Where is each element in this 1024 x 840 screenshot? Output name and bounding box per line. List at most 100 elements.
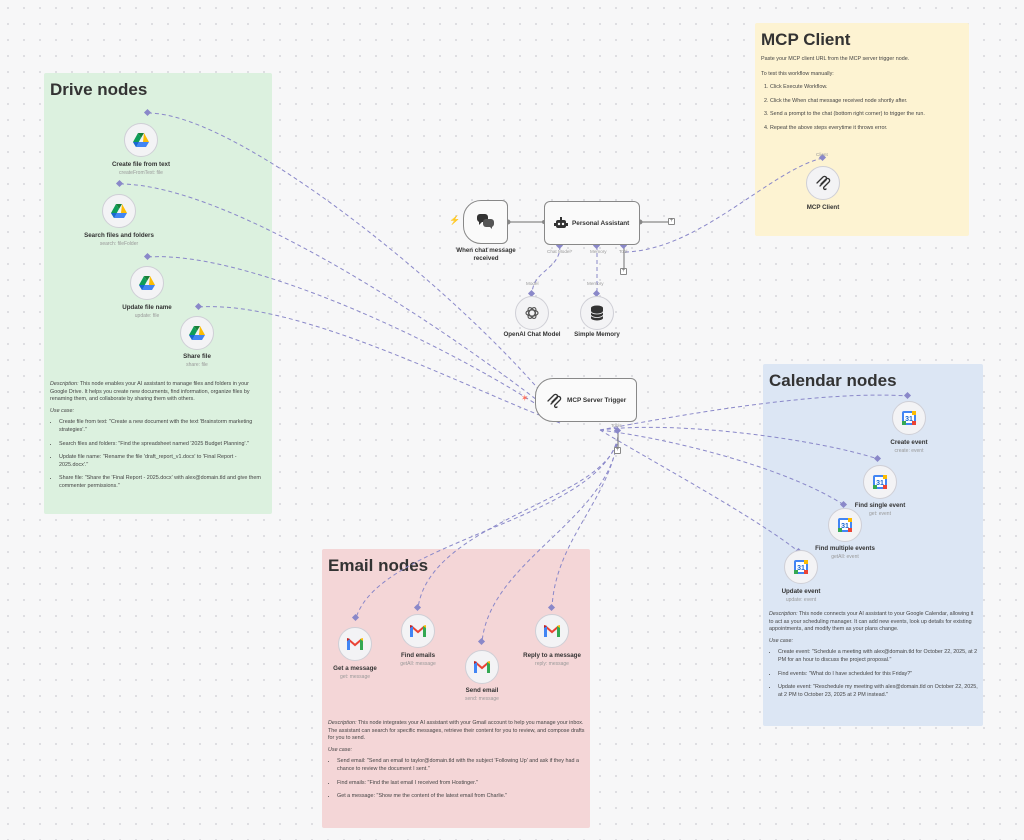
- wire-drive-share: [198, 306, 561, 424]
- usecase-label: Use case:: [328, 746, 352, 753]
- mcp-client-instructions: Paste your MCP client URL from the MCP s…: [761, 56, 961, 139]
- node-label: Get a message: [333, 665, 377, 672]
- usecase-item: Update event: "Reschedule my meeting wit…: [778, 684, 979, 699]
- email-node-get-message[interactable]: [338, 627, 372, 661]
- usecase-label: Use case:: [50, 407, 74, 414]
- wire-drive-update: [147, 256, 561, 421]
- mcp-server-trigger-node[interactable]: MCP Server Trigger: [535, 378, 637, 422]
- wire-email-send: [481, 436, 619, 643]
- drive-node-share[interactable]: [180, 316, 214, 350]
- email-title: Email nodes: [328, 556, 429, 575]
- node-subtitle: send: message: [465, 696, 499, 702]
- node-subtitle: getAll: message: [400, 661, 436, 667]
- usecase-item: Send email: "Send an email to taylor@dom…: [337, 758, 586, 773]
- lightning-icon: ✶: [521, 393, 529, 403]
- client-port-label: Client: [816, 152, 828, 157]
- openai-model-node[interactable]: [515, 296, 549, 330]
- email-sticky-note[interactable]: Email nodes Description: This node integ…: [322, 549, 590, 828]
- drive-node-search[interactable]: [102, 194, 136, 228]
- model-node-label: OpenAI Chat Model: [503, 331, 561, 338]
- node-label: Send email: [465, 687, 499, 694]
- mcp-client-sticky-note[interactable]: MCP Client Paste your MCP client URL fro…: [755, 23, 969, 236]
- add-server-tool-plus[interactable]: +: [614, 447, 621, 454]
- gmail-icon: [410, 625, 426, 637]
- drive-sticky-note[interactable]: Drive nodes Description: This node enabl…: [44, 73, 272, 514]
- chat-icon: [477, 214, 494, 229]
- drive-node-update[interactable]: [130, 266, 164, 300]
- usecase-item: Get a message: "Show me the content of t…: [337, 793, 586, 801]
- port-diamond: [547, 603, 556, 612]
- google-calendar-icon: 31: [873, 475, 887, 489]
- port-label-chat-model: Chat Model*: [547, 249, 573, 254]
- google-calendar-icon: 31: [838, 518, 852, 532]
- usecase-item: Find emails: "Find the last email I rece…: [337, 780, 586, 788]
- node-subtitle: share: file: [186, 362, 208, 368]
- wire-calendar-create: [599, 394, 909, 431]
- wire-calendar-single: [599, 426, 879, 460]
- chat-trigger-label: When chat message received: [456, 247, 516, 262]
- calendar-node-create-event[interactable]: 31: [892, 401, 926, 435]
- usecase-item: Search files and folders: "Find the spre…: [59, 441, 265, 449]
- port-diamond: [527, 289, 536, 298]
- node-label: Search files and folders: [84, 232, 154, 239]
- svg-text:31: 31: [905, 416, 913, 423]
- personal-assistant-node[interactable]: Personal Assistant: [544, 201, 640, 245]
- calendar-title: Calendar nodes: [769, 371, 897, 390]
- test-step: Send a prompt to the chat (bottom right …: [770, 111, 961, 119]
- description-label: Description:: [50, 381, 79, 387]
- node-subtitle: update: file: [134, 313, 160, 319]
- port-diamond: [477, 637, 486, 646]
- node-label: Create event: [890, 439, 928, 446]
- email-node-reply[interactable]: [535, 614, 569, 648]
- usecase-item: Share file: "Share the 'Final Report - 2…: [59, 475, 265, 490]
- gmail-icon: [544, 625, 560, 637]
- mcp-client-node[interactable]: [806, 166, 840, 200]
- node-label: Share file: [183, 353, 211, 360]
- email-node-find-emails[interactable]: [401, 614, 435, 648]
- node-label: Find emails: [400, 652, 436, 659]
- wire-model: [531, 245, 561, 296]
- google-drive-icon: [189, 326, 205, 340]
- calendar-node-find-single[interactable]: 31: [863, 465, 897, 499]
- mcp-icon: [816, 175, 831, 191]
- port-diamond: [839, 500, 848, 509]
- calendar-node-update-event[interactable]: 31: [784, 550, 818, 584]
- wire-email-find: [417, 436, 619, 609]
- usecase-item: Find events: "What do I have scheduled f…: [778, 671, 979, 679]
- gmail-icon: [347, 638, 363, 650]
- test-label: To test this workflow manually:: [761, 70, 834, 77]
- node-label: Reply to a message: [523, 652, 581, 659]
- drive-usecase-list: Create file from text: "Create a new doc…: [50, 419, 265, 490]
- node-label: Find multiple events: [815, 545, 875, 552]
- wire-mcp-client: [624, 157, 824, 253]
- google-drive-icon: [133, 133, 149, 147]
- wire-email-reply: [551, 436, 619, 609]
- database-icon: [590, 305, 604, 321]
- port-diamond: [194, 302, 203, 311]
- wire-drive-search: [119, 183, 561, 419]
- drive-node-create-file[interactable]: [124, 123, 158, 157]
- calendar-sticky-note[interactable]: Calendar nodes Description: This node co…: [763, 364, 983, 726]
- port-diamond: [143, 252, 152, 261]
- test-step: Click Execute Workflow.: [770, 84, 961, 92]
- email-usecase-list: Send email: "Send an email to taylor@dom…: [328, 758, 586, 800]
- lightning-icon: ⚡: [449, 215, 461, 225]
- node-label: Update file name: [122, 304, 172, 311]
- usecase-item: Create event: "Schedule a meeting with a…: [778, 649, 979, 664]
- simple-memory-node[interactable]: [580, 296, 614, 330]
- svg-text:31: 31: [876, 480, 884, 487]
- drive-title: Drive nodes: [50, 80, 148, 99]
- usecase-item: Update file name: "Rename the file 'draf…: [59, 454, 265, 469]
- wire-calendar-update: [599, 429, 800, 553]
- port-diamond: [613, 426, 622, 435]
- email-node-send-email[interactable]: [465, 650, 499, 684]
- test-steps-list: Click Execute Workflow. Click the When c…: [761, 84, 961, 132]
- add-output-plus[interactable]: +: [668, 218, 675, 225]
- add-tool-plus[interactable]: +: [620, 268, 627, 275]
- svg-text:31: 31: [841, 523, 849, 530]
- calendar-node-find-multiple[interactable]: 31: [828, 508, 862, 542]
- node-label: Create file from text: [111, 161, 171, 168]
- chat-trigger-node[interactable]: [463, 200, 508, 244]
- port-diamond: [818, 153, 827, 162]
- port-diamond: [143, 108, 152, 117]
